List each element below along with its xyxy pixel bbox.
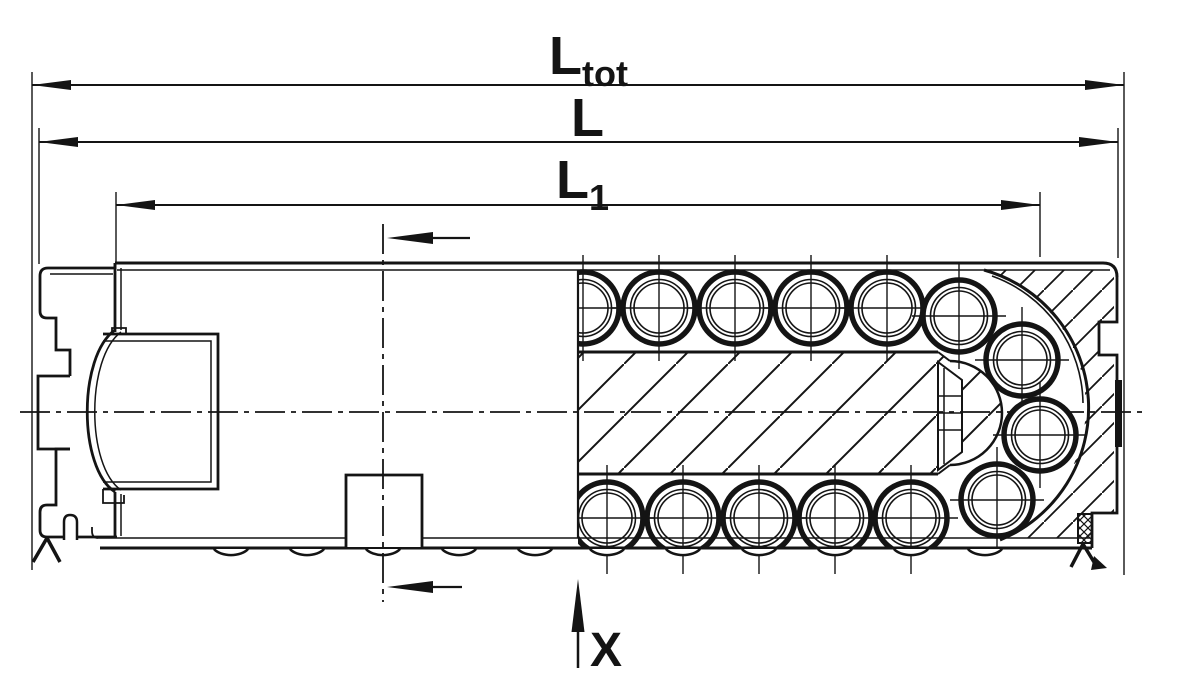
cap-left-lower-profile xyxy=(38,447,70,539)
ball-return-outer-arc-inner-line xyxy=(991,275,1084,404)
right-edge-stop-lug xyxy=(1115,380,1122,447)
dimension-l: L xyxy=(38,88,1119,264)
reference-plane-marker xyxy=(382,224,470,602)
edge-notch-clearance xyxy=(1100,323,1118,354)
return-guide-core xyxy=(937,360,963,472)
ball-bump xyxy=(741,548,777,557)
ball-return-outer-arc xyxy=(983,268,1091,542)
carriage-rail-outlines xyxy=(91,261,1122,550)
wiper-seal-lip-inner xyxy=(94,331,122,491)
ball-centerline-ticks xyxy=(606,556,912,574)
dim-label-ltot: Ltot xyxy=(549,26,628,94)
wiper-seal-lip-outer xyxy=(85,328,116,494)
arrowhead-right-icon xyxy=(1085,80,1124,90)
corner-clearance xyxy=(1093,514,1117,538)
retainer-hook-bottom xyxy=(102,489,125,504)
end-seals xyxy=(31,513,1107,570)
ball-bump xyxy=(213,548,249,557)
end-cap-hatch-area xyxy=(984,270,1114,538)
ball-contact-bumps xyxy=(213,548,1003,574)
offset-arrow-bottom-icon xyxy=(387,581,433,593)
lug-fill xyxy=(346,475,422,547)
return-guide-core-steps xyxy=(938,368,962,464)
dimension-l-tot: Ltot xyxy=(31,26,1125,575)
arrowhead-left-icon xyxy=(32,80,71,90)
section-arrow-up-icon xyxy=(571,579,585,632)
right-edge-profile xyxy=(1090,277,1119,548)
ball-bump xyxy=(589,548,625,557)
ball-bump xyxy=(817,548,853,557)
dim-label-l: L xyxy=(571,88,604,148)
return-guide-inner-arc xyxy=(949,359,1004,467)
shaft-cross-section xyxy=(578,350,1004,476)
ball-bump xyxy=(289,548,325,557)
ball-bump xyxy=(665,548,701,557)
arrowhead-right-icon xyxy=(1001,200,1040,210)
left-seal-finger xyxy=(62,513,79,540)
dimension-l1: L1 xyxy=(115,150,1041,262)
arrowhead-right-icon xyxy=(1079,137,1118,147)
arrowhead-left-icon xyxy=(116,200,155,210)
arrowhead-left-icon xyxy=(39,137,78,147)
ball-bump xyxy=(441,548,477,557)
left-seal-lip xyxy=(31,537,62,563)
ball-bump xyxy=(893,548,929,557)
ball-bump xyxy=(517,548,553,557)
shaft-top-bottom-edges xyxy=(578,350,938,476)
lug-outline xyxy=(344,473,424,548)
shaft-corner-chamfers xyxy=(937,351,951,475)
section-x-marker: X xyxy=(571,579,622,677)
ball-bump xyxy=(967,548,1003,557)
section-label: X xyxy=(590,624,622,677)
mounting-lug xyxy=(344,473,424,548)
rail-top-outer-line xyxy=(115,261,1119,278)
cap-top-edge xyxy=(48,263,117,270)
offset-arrow-top-icon xyxy=(387,232,433,244)
right-seal-insert xyxy=(1077,513,1093,544)
right-seal-tip-icon xyxy=(1091,556,1107,570)
shaft-hatch-area xyxy=(578,352,1002,474)
cap-left-upper-profile xyxy=(38,266,72,376)
retainer-hook-top xyxy=(111,327,127,334)
rail-bottom-left-hook xyxy=(91,527,99,539)
left-end-cap xyxy=(36,263,220,539)
return-end-cap xyxy=(983,268,1118,542)
ball xyxy=(840,255,934,361)
dim-label-l1: L1 xyxy=(556,150,609,218)
